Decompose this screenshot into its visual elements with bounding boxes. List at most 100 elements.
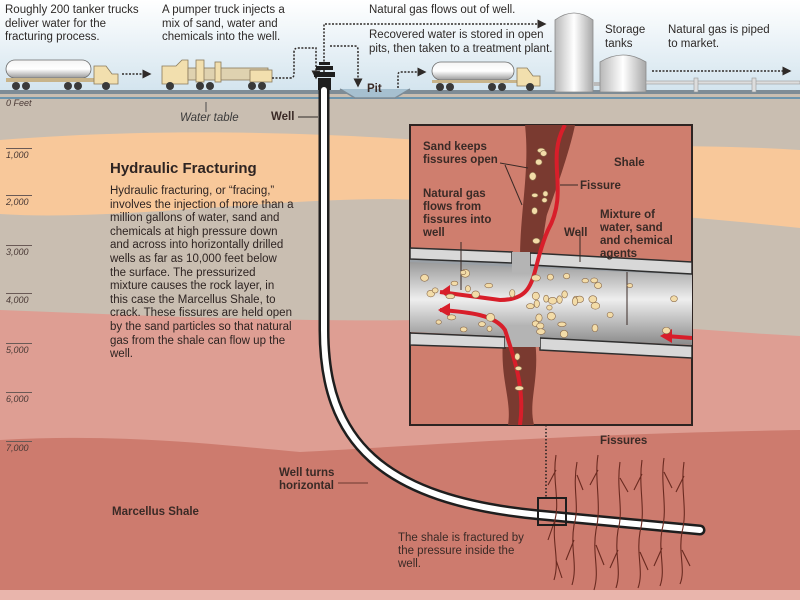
sand-grain — [471, 290, 480, 299]
sand-grain — [478, 321, 486, 327]
sand-grain — [588, 295, 598, 304]
marcellus-shale-layer — [0, 430, 800, 600]
storage-tanks-label: Storage tanks — [605, 24, 646, 50]
depth-zero-label: 0 Feet — [6, 98, 32, 108]
depth-tick: 6,000 — [6, 392, 32, 404]
tanker-trucks-label: Roughly 200 tanker trucks deliver water … — [5, 4, 139, 43]
sand-grain — [532, 237, 541, 245]
sand-grain — [450, 280, 459, 286]
depth-tick: 3,000 — [6, 245, 32, 257]
water-to-pit-arrow — [330, 45, 363, 88]
sand-grain — [514, 352, 521, 361]
sand-grain — [547, 273, 554, 281]
sand-grain — [606, 311, 614, 318]
sand-grain — [560, 329, 569, 338]
well-turns-label: Well turns horizontal — [279, 467, 335, 492]
sand-grain — [543, 294, 549, 303]
gas-flows-label: Natural gas flows out of well. — [369, 4, 516, 16]
zoom-box — [537, 497, 567, 526]
sand-grain — [435, 319, 442, 325]
well-label: Well — [271, 111, 295, 123]
sand-grain — [484, 282, 494, 289]
sand-grain — [561, 290, 568, 299]
sand-grain — [563, 273, 571, 280]
sand-grain — [581, 278, 589, 284]
sand-grain — [431, 287, 439, 294]
sand-grain — [535, 313, 543, 322]
sand-grain — [465, 285, 471, 293]
sand-grain — [541, 197, 548, 203]
sand-grain — [533, 299, 540, 308]
shale-fractured-label: The shale is fractured by the pressure i… — [398, 532, 524, 570]
sand-keeps-label: Sand keeps fissures open — [423, 141, 498, 166]
sand-grain — [590, 277, 598, 284]
sand-grain — [509, 289, 516, 298]
flow-arrow-to-well — [272, 47, 321, 80]
sand-grain — [531, 207, 538, 215]
gas-flows-from-label: Natural gas flows from fissures into wel… — [423, 188, 492, 239]
sand-grain — [485, 313, 495, 322]
sand-grain — [546, 304, 553, 311]
sand-grain — [514, 366, 523, 371]
gas-flow-arrow — [323, 19, 547, 72]
pit-label: Pit — [367, 83, 382, 95]
bottom-edge — [0, 590, 800, 600]
sand-grain — [446, 314, 457, 321]
sand-grain — [460, 270, 467, 275]
sand-grain — [591, 324, 599, 333]
recovered-water-label: Recovered water is stored in open pits, … — [369, 29, 553, 55]
fissure-lines — [547, 454, 691, 591]
sand-grain — [486, 325, 493, 332]
sand-grain — [514, 385, 524, 391]
depth-tick: 4,000 — [6, 293, 32, 305]
well-pipe — [321, 87, 703, 533]
water-pit — [339, 88, 411, 99]
depth-tick: 2,000 — [6, 195, 32, 207]
mixture-label: Mixture of water, sand and chemical agen… — [600, 209, 673, 260]
tanker-truck-1 — [5, 59, 119, 90]
sand-grain — [546, 312, 556, 321]
sand-grain — [626, 283, 633, 288]
gas-pipeline — [645, 77, 800, 93]
sand-grain — [531, 192, 539, 198]
inset-well-label: Well — [564, 227, 588, 239]
sand-grain — [459, 326, 468, 333]
sand-grain — [662, 326, 671, 335]
pit-to-truck-arrow — [397, 67, 427, 88]
depth-tick: 1,000 — [6, 148, 32, 160]
sand-grain — [590, 302, 601, 310]
sand-grain — [420, 274, 429, 282]
sand-grain — [445, 293, 456, 300]
marcellus-shale-label: Marcellus Shale — [112, 506, 199, 518]
fissure-label: Fissure — [580, 180, 621, 192]
sand-grain — [556, 295, 563, 304]
sand-grain — [670, 295, 678, 303]
depth-tick: 5,000 — [6, 343, 32, 355]
sand-grain — [540, 150, 548, 157]
sand-grain — [572, 297, 578, 306]
sand-grain — [531, 291, 540, 301]
shale-label: Shale — [614, 157, 645, 169]
sand-grain — [528, 172, 537, 181]
sand-grain — [526, 303, 535, 310]
sand-grain — [536, 328, 546, 335]
sand-grain — [531, 274, 541, 282]
water-table-label: Water table — [180, 112, 239, 124]
pumper-truck-label: A pumper truck injects a mix of sand, wa… — [162, 4, 285, 43]
storage-tanks — [554, 12, 647, 93]
depth-tick: 7,000 — [6, 441, 32, 453]
piped-to-market-label: Natural gas is piped to market. — [668, 24, 770, 50]
fissures-label: Fissures — [600, 435, 648, 447]
sky — [0, 0, 800, 92]
sand-grain — [548, 296, 558, 305]
sand-grain — [535, 158, 543, 166]
description-text: Hydraulic fracturing, or “fracing,” invo… — [110, 185, 294, 361]
sand-grain — [594, 282, 603, 289]
diagram-title: Hydraulic Fracturing — [110, 160, 257, 177]
sand-grain — [542, 190, 549, 197]
tanker-truck-2 — [431, 61, 541, 91]
sand-grain — [536, 322, 545, 330]
